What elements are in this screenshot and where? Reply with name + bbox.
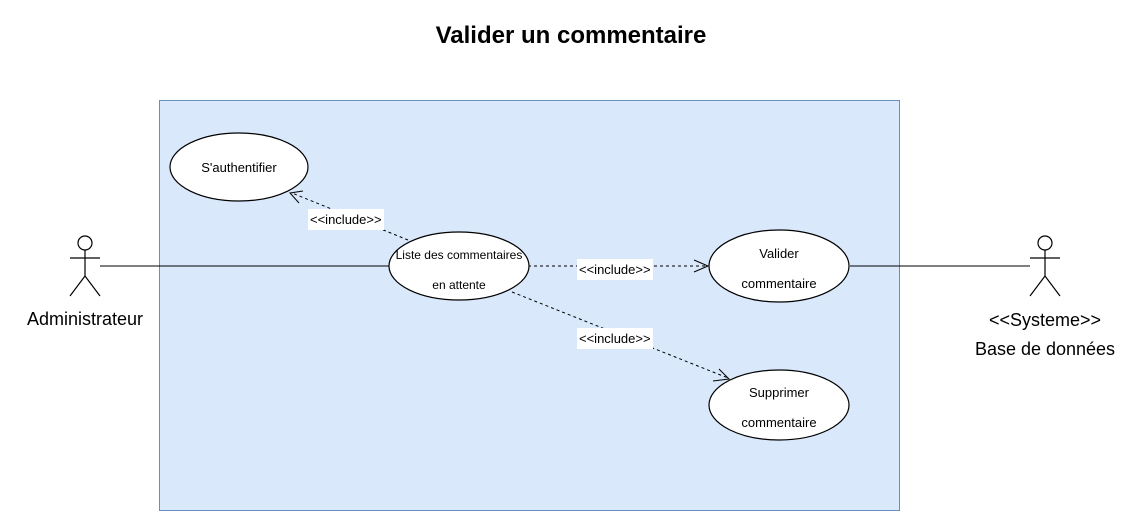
include-auth-label: <<include>> — [308, 209, 384, 230]
usecase-pending-comments — [388, 231, 530, 301]
system-actor-stereotype: <<Systeme>> — [988, 310, 1102, 330]
usecase-delete-comment — [708, 369, 850, 441]
usecase-authenticate — [169, 132, 309, 202]
usecase-validate-comment — [708, 229, 850, 303]
usecase-pending-comments-label-line1: Liste des commentaires — [395, 248, 523, 262]
usecase-pending-comments-label-line2: en attente — [432, 278, 486, 292]
system-actor-label: Base de données — [974, 339, 1116, 359]
usecase-delete-label-line1: Supprimer — [749, 385, 809, 400]
include-validate-label: <<include>> — [577, 259, 653, 280]
usecase-authenticate-label: S'authentifier — [201, 160, 277, 175]
admin-actor-label: Administrateur — [26, 309, 144, 329]
system-actor-icon — [1029, 235, 1061, 297]
usecase-delete-label-line2: commentaire — [741, 415, 817, 430]
include-delete-arrowhead — [712, 368, 731, 382]
include-delete-label: <<include>> — [577, 328, 653, 349]
diagram-title: Valider un commentaire — [435, 22, 707, 49]
include-validate-arrowhead — [693, 259, 710, 273]
include-auth-arrowhead — [289, 190, 304, 204]
usecase-validate-label-line1: Valider — [759, 246, 799, 261]
admin-actor-icon — [69, 235, 101, 297]
usecase-validate-label-line2: commentaire — [741, 276, 817, 291]
